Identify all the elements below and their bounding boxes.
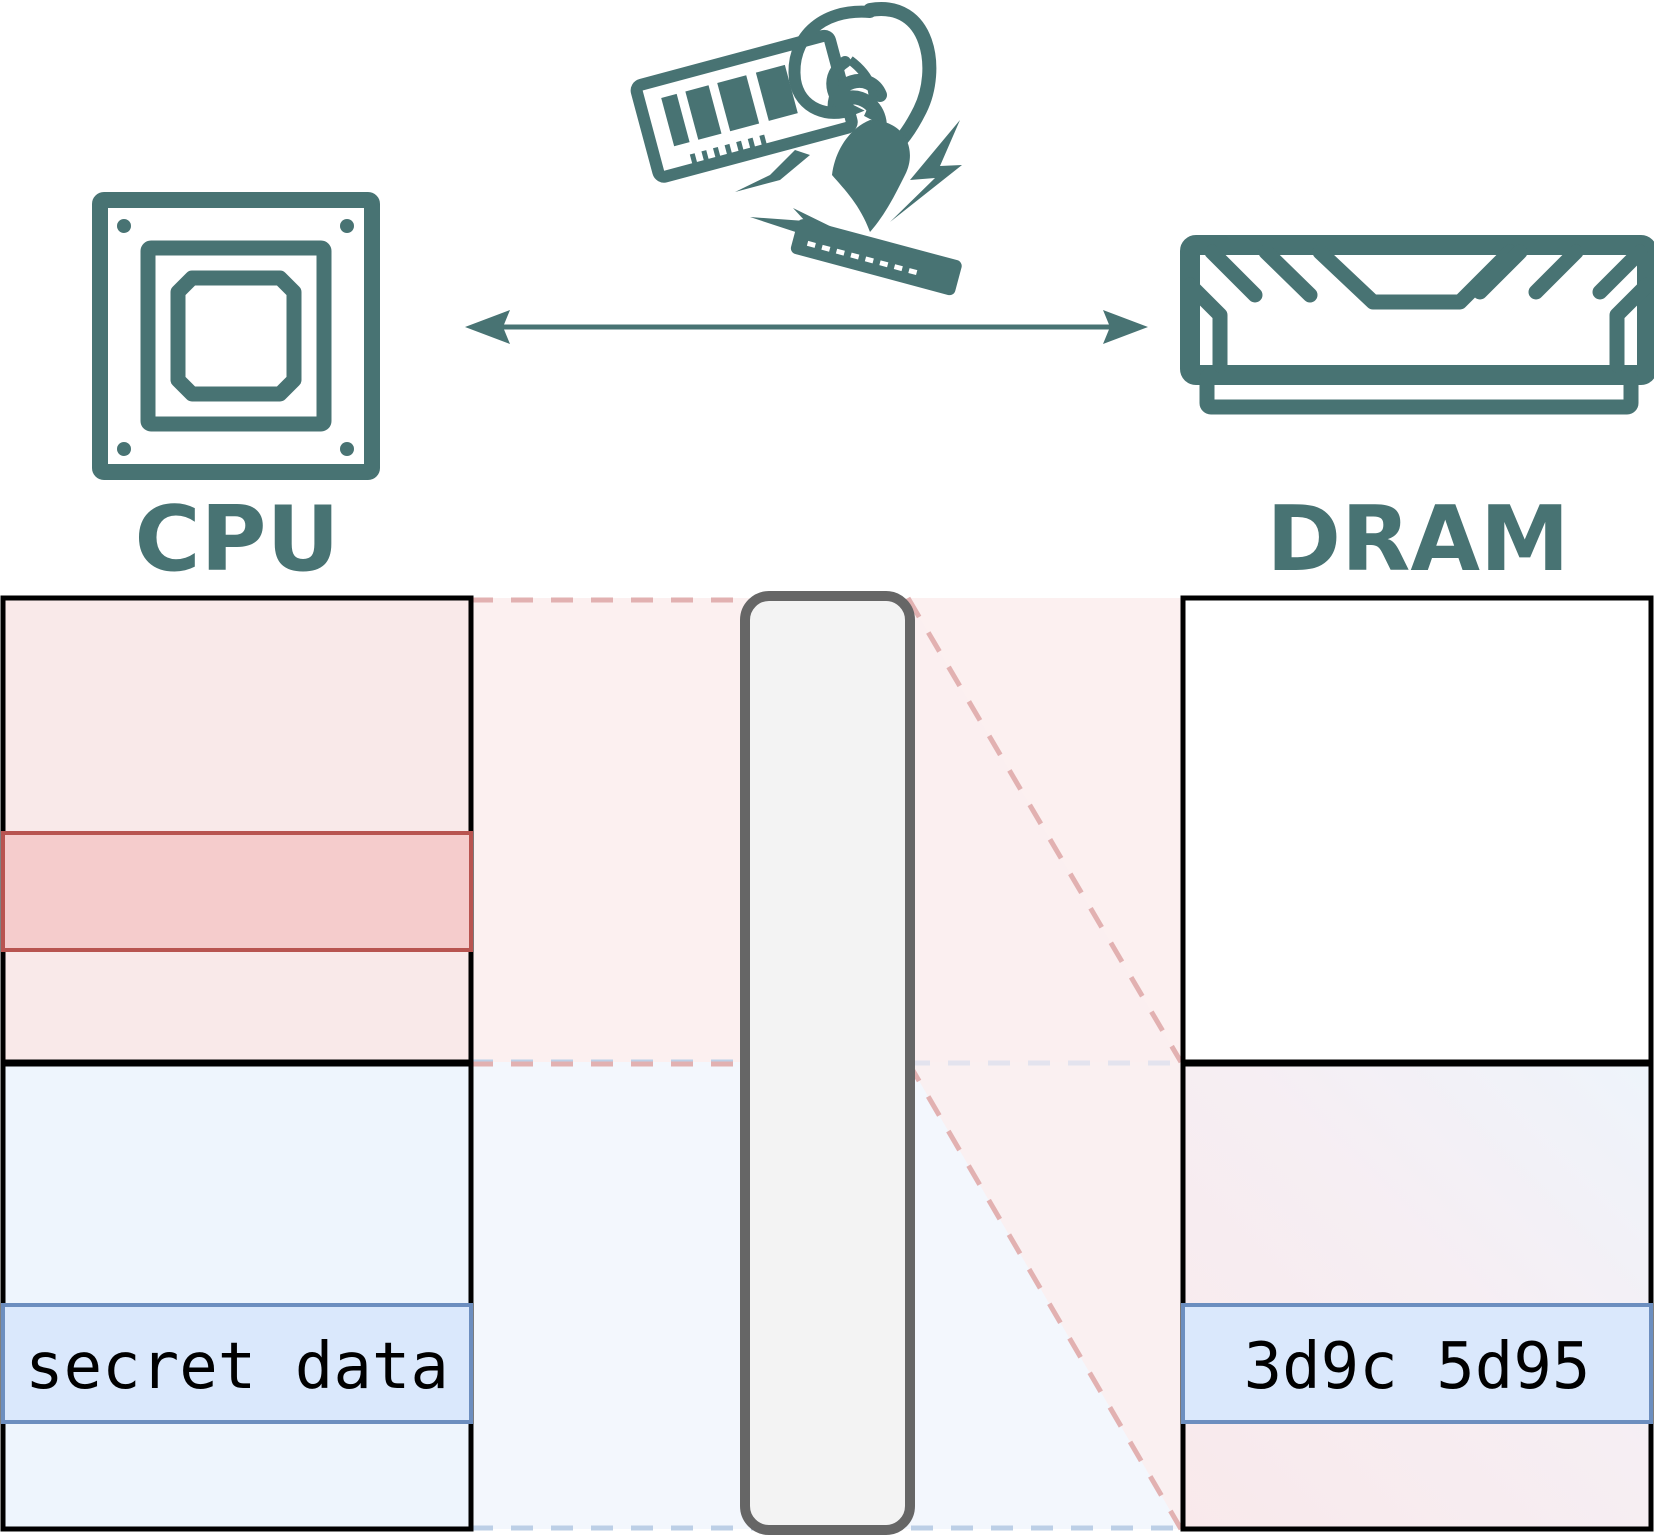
cpu-secret-data-row [1,1303,473,1424]
dram-lower-region [1180,1061,1654,1532]
dram-encrypted-data-row [1181,1303,1653,1424]
cpu-blue-region [0,1061,474,1532]
dashed-guides [471,596,1184,1531]
bidirectional-arrow-icon [465,310,1148,344]
dram-encrypted-data-text: 3d9c 5d95 [1244,1330,1591,1404]
ram-module-icon [1180,235,1654,415]
dram-upper-region [1180,595,1654,1065]
rowhammer-ram-icon [630,2,962,296]
dram-label: DRAM [1266,487,1569,592]
memory-bus-engine [740,591,915,1535]
dram-memory-column: 3d9c 5d95 [1180,595,1654,1532]
cpu-chip-icon [92,192,380,480]
cpu-label: CPU [134,487,339,592]
cpu-memory-column: secret data [0,595,474,1532]
cpu-red-region [0,595,474,1065]
cpu-highlighted-row [1,831,473,952]
cpu-secret-data-text: secret data [25,1330,449,1404]
